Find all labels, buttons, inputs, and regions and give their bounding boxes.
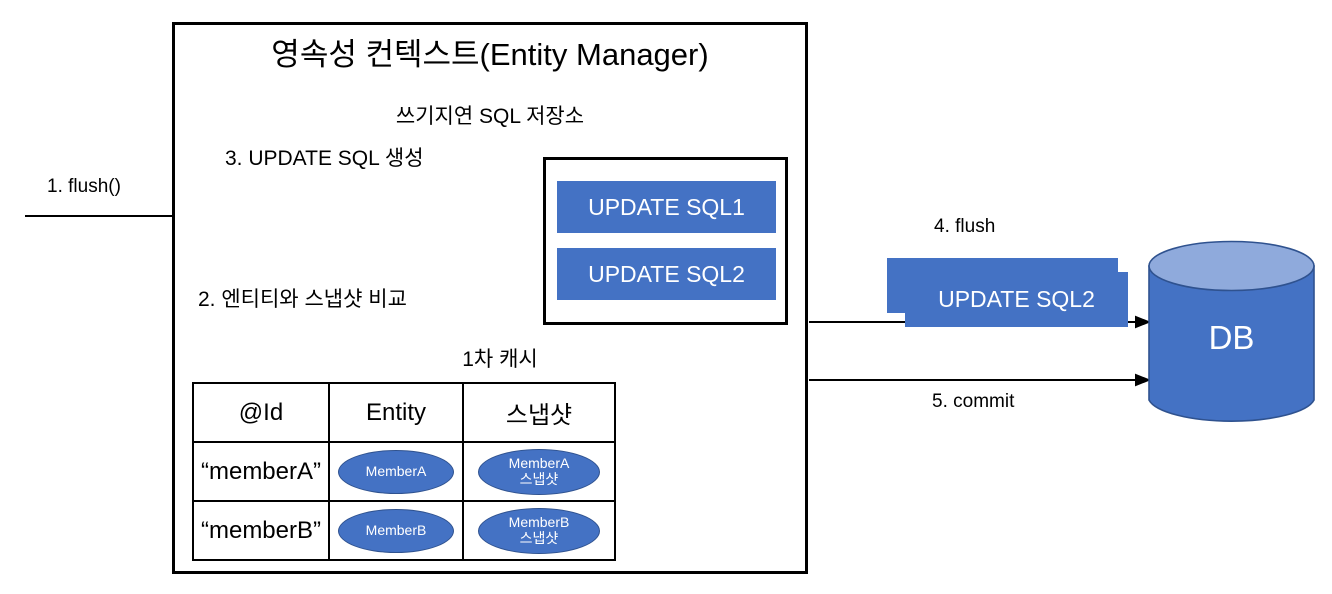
cell-snapshot: MemberB 스냅샷 [462, 500, 616, 561]
table-row: “memberA” MemberA MemberA 스냅샷 [192, 441, 616, 502]
step-3-label: 3. UPDATE SQL 생성 [225, 147, 424, 170]
sql-store-item-1: UPDATE SQL1 [557, 181, 776, 233]
step-1-label: 1. flush() [47, 176, 121, 197]
sql-store-item-2: UPDATE SQL2 [557, 248, 776, 300]
outgoing-sql-stack-front: UPDATE SQL2 [905, 272, 1128, 327]
first-level-cache-table: @Id Entity 스냅샷 “memberA” MemberA MemberA… [192, 382, 616, 561]
table-header-row: @Id Entity 스냅샷 [192, 382, 616, 443]
column-header-snapshot: 스냅샷 [462, 382, 616, 443]
entity-ellipse: MemberA [338, 449, 454, 494]
step-2-label: 2. 엔티티와 스냅샷 비교 [198, 288, 407, 311]
page-title: 영속성 컨텍스트(Entity Manager) [271, 37, 709, 72]
column-header-id: @Id [192, 382, 330, 443]
write-behind-sql-store-title: 쓰기지연 SQL 저장소 [395, 105, 585, 128]
first-level-cache-title: 1차 캐시 [462, 348, 538, 371]
entity-ellipse: MemberB [338, 508, 454, 553]
cell-id: “memberA” [192, 441, 330, 502]
cell-snapshot: MemberA 스냅샷 [462, 441, 616, 502]
database-label: DB [1208, 319, 1255, 356]
column-header-entity: Entity [328, 382, 464, 443]
cell-entity: MemberA [328, 441, 464, 502]
snapshot-ellipse: MemberA 스냅샷 [478, 448, 600, 495]
step-4-label: 4. flush [934, 216, 996, 237]
database-cylinder [1148, 240, 1315, 426]
table-row: “memberB” MemberB MemberB 스냅샷 [192, 500, 616, 561]
step-5-label: 5. commit [932, 391, 1015, 412]
snapshot-ellipse: MemberB 스냅샷 [478, 507, 600, 554]
cell-entity: MemberB [328, 500, 464, 561]
cell-id: “memberB” [192, 500, 330, 561]
